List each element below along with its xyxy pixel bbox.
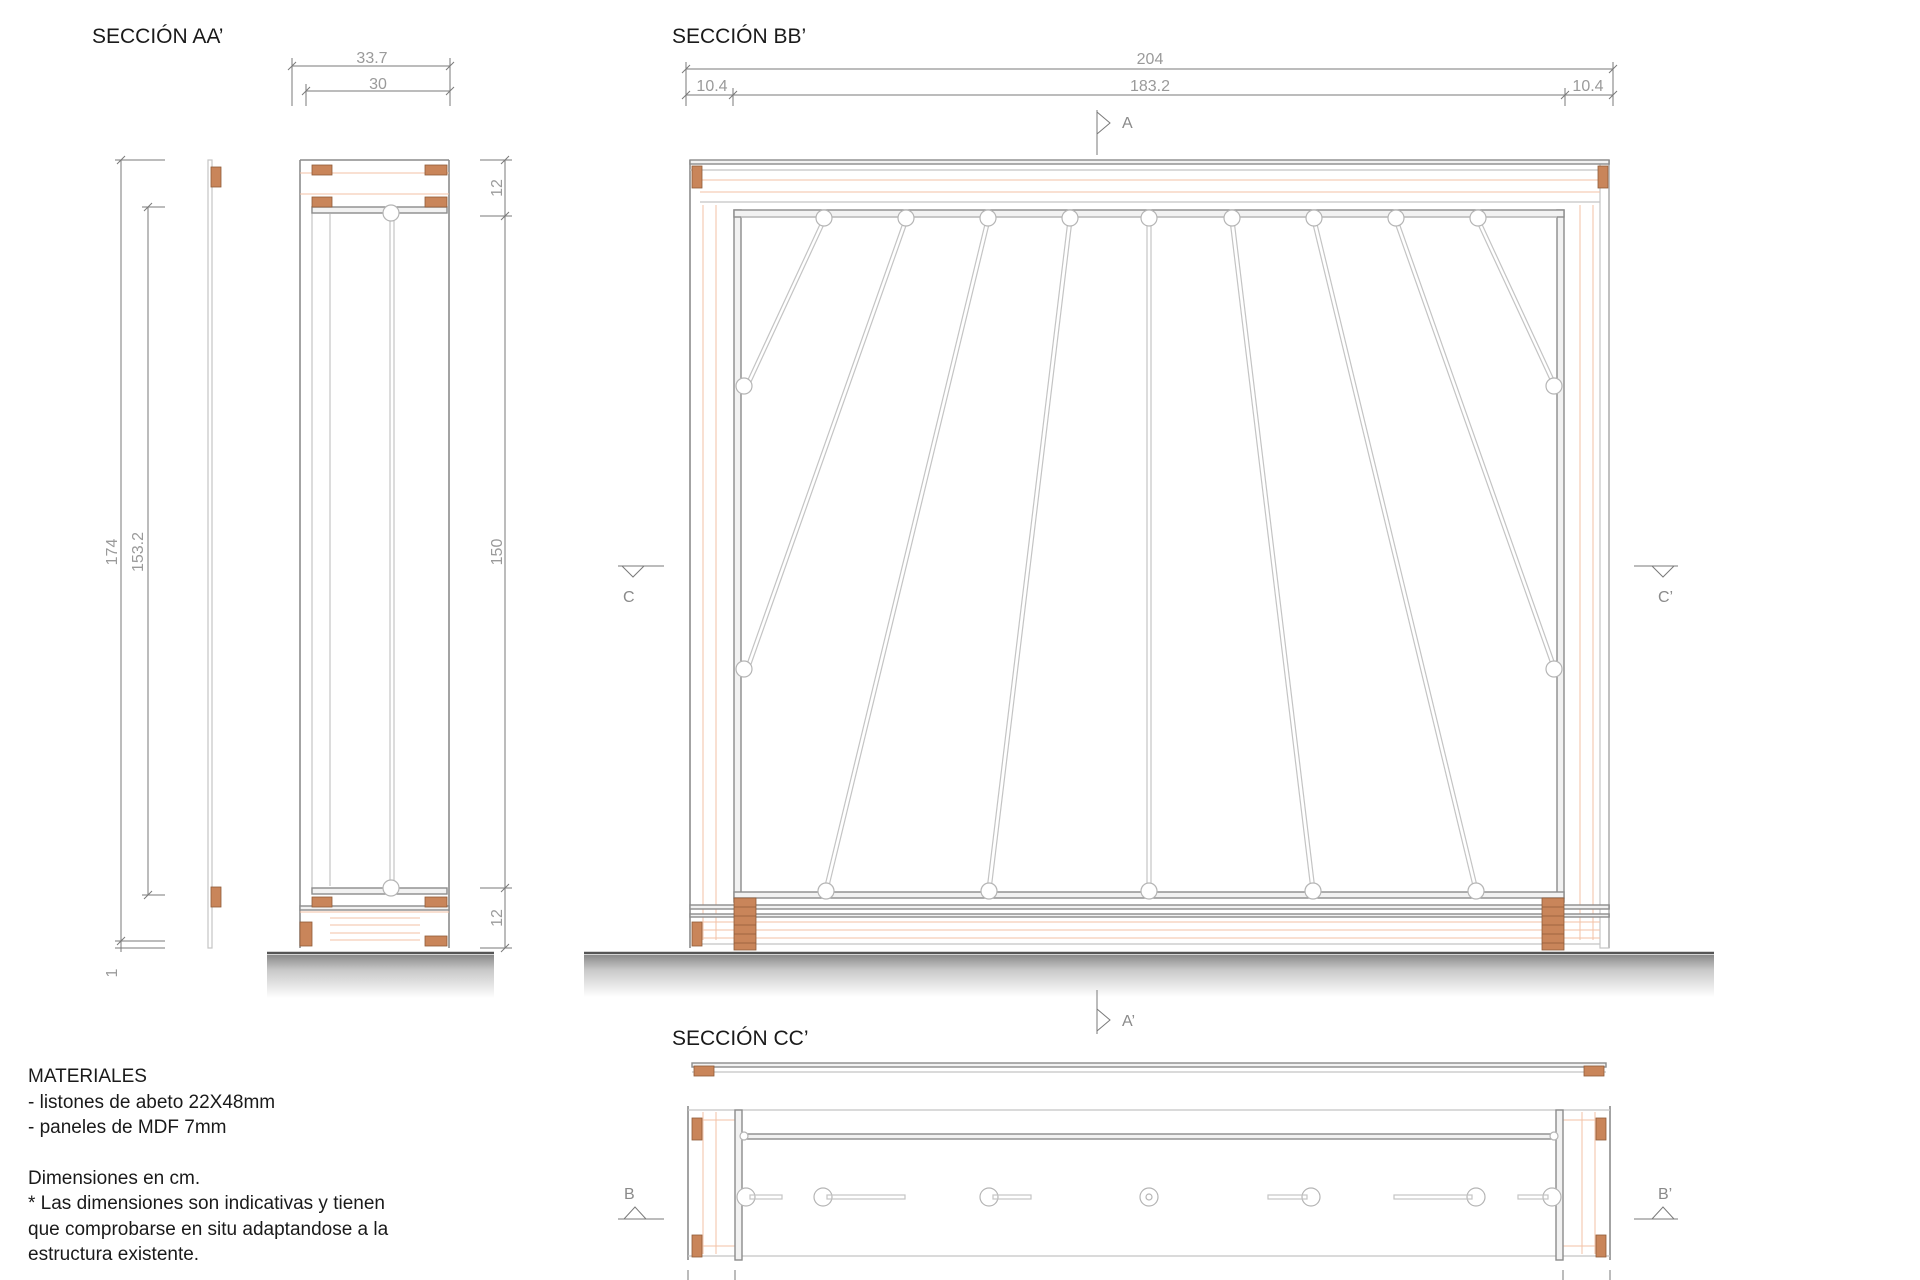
cut-marker-b-prime: B’ xyxy=(1634,1186,1678,1220)
disclaimer-line: que comprobarse en situ adaptandose a la xyxy=(28,1218,389,1240)
section-bb: SECCIÓN BB’ 204 10.4 183.2 10.4 A xyxy=(584,25,1714,1034)
section-bb-title: SECCIÓN BB’ xyxy=(672,25,806,48)
units-note: Dimensiones en cm. xyxy=(28,1167,201,1189)
aa-height-dimensions: 174 153.2 1 xyxy=(104,155,165,977)
bb-right-post-label: 10.4 xyxy=(1572,78,1603,95)
bb-base xyxy=(689,897,1610,951)
cut-marker-c-prime: C’ xyxy=(1634,565,1678,606)
section-aa-title: SECCIÓN AA’ xyxy=(92,25,223,48)
aa-ground xyxy=(267,951,494,998)
bb-inner-frame xyxy=(733,209,1565,903)
cc-plan-frame xyxy=(687,1106,1611,1261)
bb-rod-rings xyxy=(735,209,1563,900)
cc-right-label: 12 xyxy=(1577,1278,1595,1280)
cut-marker-a-prime: A’ xyxy=(1096,990,1135,1034)
cut-marker-c: C xyxy=(618,565,664,606)
aa-inner-height-label: 153.2 xyxy=(130,532,147,572)
cut-label-c: C xyxy=(623,589,635,606)
aa-width-dimensions: 33.7 30 xyxy=(287,50,455,106)
bb-ground xyxy=(584,951,1714,997)
aa-top-rail-label: 12 xyxy=(489,179,506,197)
material-item: - paneles de MDF 7mm xyxy=(28,1117,227,1138)
aa-base-offset-label: 1 xyxy=(104,968,121,977)
bb-left-post-label: 10.4 xyxy=(696,78,727,95)
aa-total-width-label: 33.7 xyxy=(356,50,387,67)
cc-width-dimensions: 12 180 12 xyxy=(687,1270,1611,1280)
section-aa: SECCIÓN AA’ 33.7 30 xyxy=(92,25,512,998)
aa-side-panel xyxy=(207,159,222,949)
aa-panel-height-label: 150 xyxy=(489,539,506,566)
aa-frame xyxy=(299,159,450,948)
cc-top-board xyxy=(691,1062,1607,1077)
disclaimer-line: estructura existente. xyxy=(28,1244,200,1265)
cut-label-c-prime: C’ xyxy=(1658,589,1673,606)
cc-rods-plan xyxy=(736,1187,1562,1207)
aa-bottom-rail-label: 12 xyxy=(489,909,506,927)
bb-total-width-label: 204 xyxy=(1137,51,1164,68)
cut-marker-a: A xyxy=(1096,110,1133,155)
aa-inner-width-label: 30 xyxy=(369,76,387,93)
notes-spacer xyxy=(28,1141,528,1166)
bb-inner-width-label: 183.2 xyxy=(1130,78,1170,95)
cut-label-b-prime: B’ xyxy=(1658,1186,1672,1203)
aa-total-height-label: 174 xyxy=(104,539,121,566)
aa-rail-dimensions: 12 150 12 xyxy=(480,155,512,953)
bb-rods xyxy=(745,219,1557,891)
material-item: - listones de abeto 22X48mm xyxy=(28,1091,276,1113)
materials-notes: MATERIALES - listones de abeto 22X48mm -… xyxy=(28,1064,528,1268)
cc-inner-label: 180 xyxy=(1136,1278,1163,1280)
disclaimer-line: * Las dimensiones son indicativas y tien… xyxy=(28,1193,385,1214)
bb-frame xyxy=(689,159,1610,949)
bb-width-dimensions: 204 10.4 183.2 10.4 xyxy=(681,51,1618,106)
cut-label-b: B xyxy=(624,1186,635,1203)
section-cc: SECCIÓN CC’ xyxy=(618,1027,1678,1280)
section-cc-title: SECCIÓN CC’ xyxy=(672,1027,809,1050)
materials-heading: MATERIALES xyxy=(28,1066,147,1087)
cut-label-a: A xyxy=(1122,115,1133,132)
cut-marker-b: B xyxy=(618,1186,664,1220)
cc-left-label: 12 xyxy=(703,1278,721,1280)
cut-label-a-prime: A’ xyxy=(1122,1013,1135,1030)
